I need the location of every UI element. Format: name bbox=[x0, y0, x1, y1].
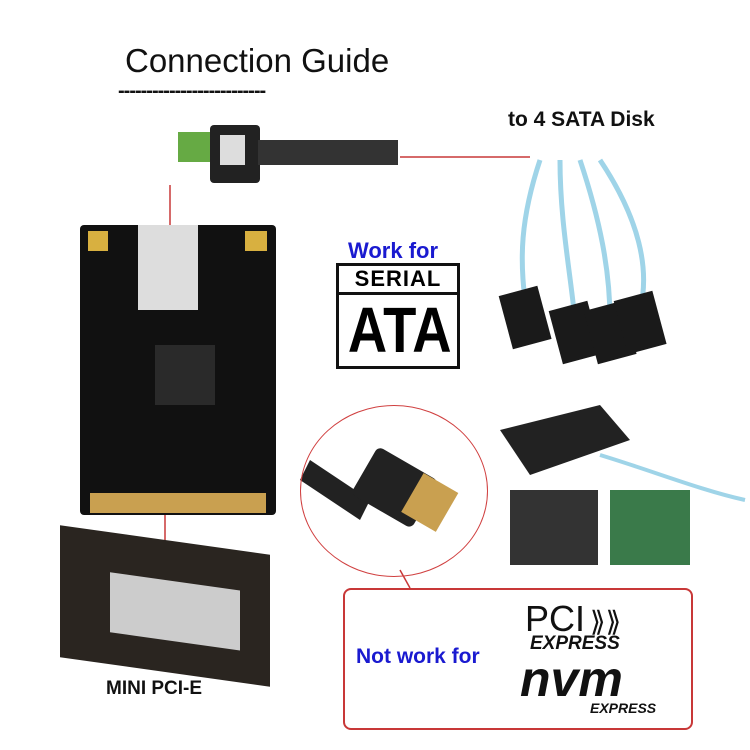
edge-connector bbox=[90, 493, 266, 513]
serial-ata-logo: SERIAL ATA bbox=[336, 263, 460, 369]
mount-pad bbox=[245, 231, 267, 251]
work-for-label: Work for bbox=[348, 238, 439, 263]
mount-pad bbox=[88, 231, 108, 251]
ssd-photo bbox=[500, 405, 746, 565]
pci-chevron-icon: ⟫⟫ bbox=[590, 606, 622, 637]
pci-express-logo: PCI bbox=[525, 598, 586, 639]
page-title: Connection Guide bbox=[125, 42, 390, 79]
slot-label: MINI PCI-E bbox=[106, 678, 203, 699]
pci-express-text: EXPRESS bbox=[530, 633, 620, 654]
sata-fanout-cables bbox=[519, 158, 647, 321]
sata-connectors bbox=[498, 285, 667, 365]
sff-port bbox=[138, 225, 198, 310]
closeup-ellipse bbox=[300, 405, 488, 577]
nvm-express-logo: nvm bbox=[520, 651, 623, 707]
sff-cable-photo bbox=[178, 125, 398, 183]
controller-chip bbox=[155, 345, 215, 405]
not-work-label: Not work for bbox=[356, 645, 480, 668]
not-work-box bbox=[343, 588, 693, 730]
mini-pcie-slot bbox=[110, 572, 240, 651]
sata-logo-bottom: ATA bbox=[347, 294, 452, 366]
sata-logo-top: SERIAL bbox=[339, 266, 457, 295]
mini-pcie-card-photo bbox=[80, 225, 276, 515]
title-underline: -------------------------- bbox=[118, 80, 266, 102]
nvm-express-text: EXPRESS bbox=[590, 700, 657, 716]
target-label: to 4 SATA Disk bbox=[508, 108, 655, 131]
